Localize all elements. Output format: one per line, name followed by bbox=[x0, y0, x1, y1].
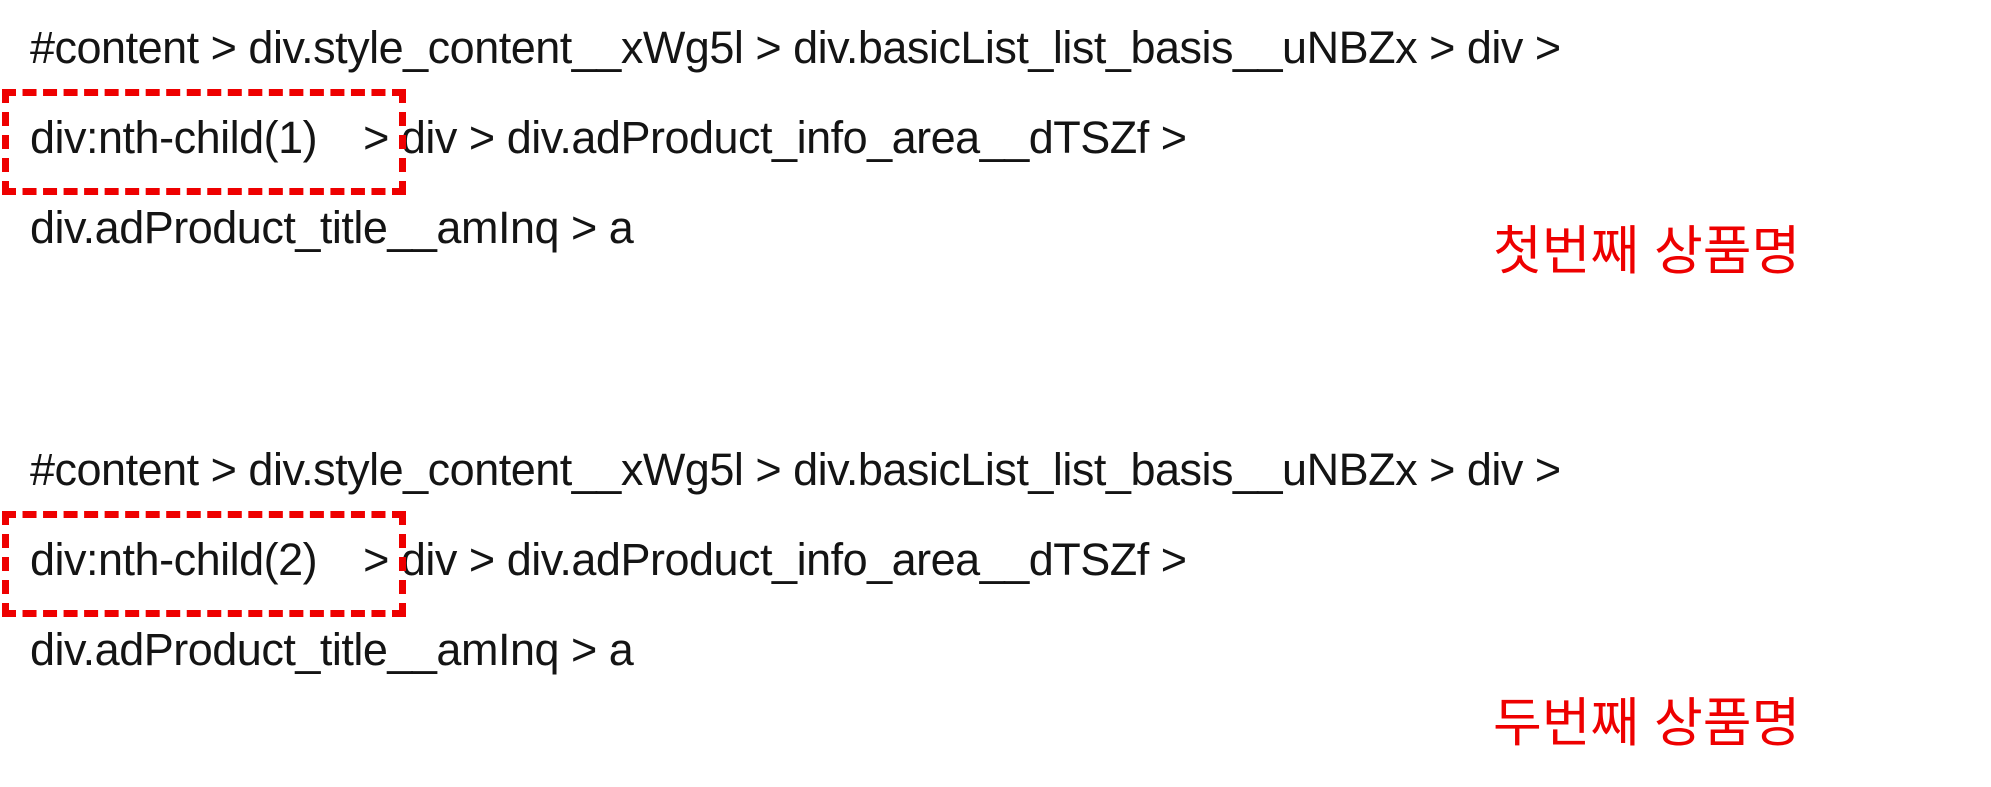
selector-path-line1: #content > div.style_content__xWg5l > di… bbox=[30, 22, 1561, 73]
selector-path-line2-rest: > div > div.adProduct_info_area__dTSZf > bbox=[363, 534, 1187, 585]
selector-block-first-product: #content > div.style_content__xWg5l > di… bbox=[0, 0, 1991, 380]
selector-block-second-product: #content > div.style_content__xWg5l > di… bbox=[0, 422, 1991, 787]
first-product-name-annotation: 첫번째 상품명 bbox=[1493, 222, 1801, 281]
selector-path-line2: div:nth-child(2) > div > div.adProduct_in… bbox=[30, 532, 1187, 588]
nth-child-2-selector-text: div:nth-child(2) bbox=[30, 534, 318, 585]
selector-path-line3: div.adProduct_title__amInq > a bbox=[30, 624, 634, 675]
selector-path-line1: #content > div.style_content__xWg5l > di… bbox=[30, 444, 1561, 495]
nth-child-1-selector-text: div:nth-child(1) bbox=[30, 112, 318, 163]
second-product-name-annotation: 두번째 상품명 bbox=[1493, 694, 1801, 753]
selector-path-line3: div.adProduct_title__amInq > a bbox=[30, 202, 634, 253]
selector-path-line2-rest: > div > div.adProduct_info_area__dTSZf > bbox=[363, 112, 1187, 163]
selector-path-line2: div:nth-child(1) > div > div.adProduct_in… bbox=[30, 110, 1187, 166]
